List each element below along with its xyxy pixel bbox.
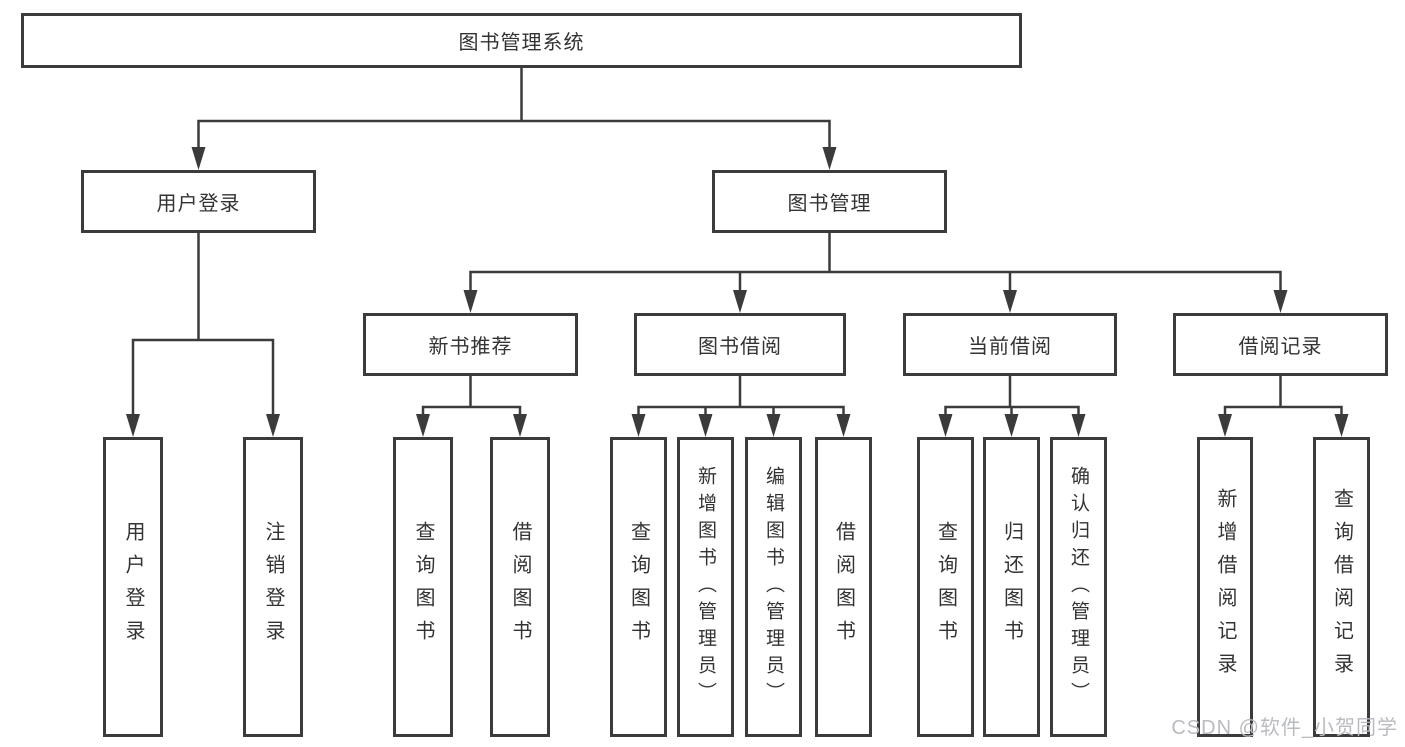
leaf-borrow-edit-books-admin: 编辑图书（管理员） xyxy=(745,437,802,737)
leaf-borrow-add-books-admin: 新增图书（管理员） xyxy=(677,437,734,737)
leaf-borrow-borrow-books: 借阅图书 xyxy=(815,437,872,737)
node-borrowing-records: 借阅记录 xyxy=(1173,313,1388,376)
node-book-borrowing: 图书借阅 xyxy=(634,313,846,376)
leaf-records-add-borrow-record: 新增借阅记录 xyxy=(1197,437,1253,737)
node-new-book-recommendation: 新书推荐 xyxy=(363,313,578,376)
leaf-user-login: 用户登录 xyxy=(103,437,163,737)
node-user-login: 用户登录 xyxy=(81,170,316,233)
leaf-current-confirm-return-admin: 确认归还（管理员） xyxy=(1050,437,1107,737)
leaf-logout: 注销登录 xyxy=(243,437,303,737)
leaf-current-return-books: 归还图书 xyxy=(983,437,1040,737)
leaf-recommend-query-books: 查询图书 xyxy=(393,437,453,737)
node-root-library-system: 图书管理系统 xyxy=(21,13,1022,68)
node-current-borrowing: 当前借阅 xyxy=(903,313,1117,376)
node-book-management: 图书管理 xyxy=(712,170,947,233)
leaf-records-query-borrow-record: 查询借阅记录 xyxy=(1313,437,1370,737)
leaf-borrow-query-books: 查询图书 xyxy=(610,437,667,737)
leaf-current-query-books: 查询图书 xyxy=(917,437,974,737)
watermark: CSDN @软件_小贺同学 xyxy=(1171,717,1398,739)
leaf-recommend-borrow-books: 借阅图书 xyxy=(490,437,550,737)
